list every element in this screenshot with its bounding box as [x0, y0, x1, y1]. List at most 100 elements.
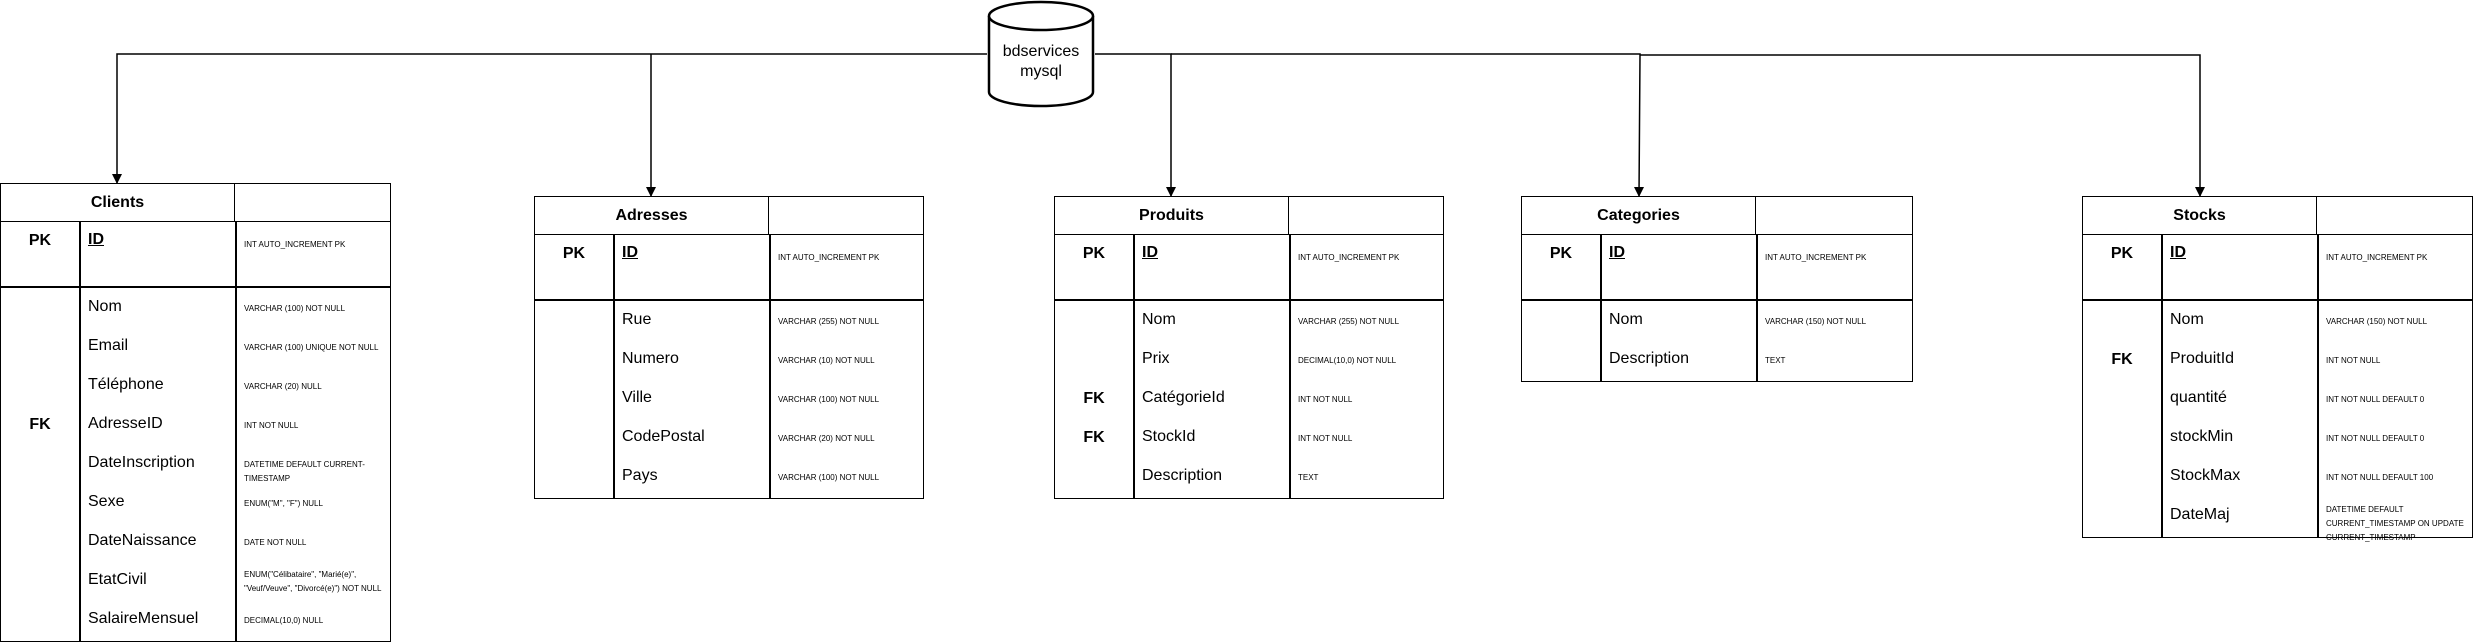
field-type: VARCHAR (20) NOT NULL: [778, 434, 875, 443]
field-name: quantité: [2170, 389, 2227, 406]
field-type: VARCHAR (150) NOT NULL: [2326, 317, 2428, 326]
field-type: DATETIME DEFAULT CURRENT_TIMESTAMP ON UP…: [2326, 505, 2464, 542]
field-type: VARCHAR (100) NOT NULL: [244, 304, 346, 313]
field-type: VARCHAR (255) NOT NULL: [778, 317, 880, 326]
field-type: INT NOT NULL: [244, 421, 299, 430]
pk-marker: PK: [2110, 245, 2134, 262]
field-name: CodePostal: [622, 428, 705, 445]
column-divider: [2317, 235, 2319, 537]
field-type: VARCHAR (100) NOT NULL: [778, 395, 880, 404]
pk-field-type: INT AUTO_INCREMENT PK: [778, 253, 880, 262]
entity-title: Produits: [1055, 197, 1289, 235]
pk-marker: PK: [1082, 245, 1106, 262]
column-divider: [79, 222, 81, 641]
column-divider: [1756, 235, 1758, 381]
field-type: TEXT: [1298, 473, 1319, 482]
field-name: Ville: [622, 389, 652, 406]
field-type: ENUM("M", "F") NULL: [244, 499, 323, 508]
field-name: DateNaissance: [88, 532, 197, 549]
column-divider: [769, 235, 771, 498]
field-type: TEXT: [1765, 356, 1786, 365]
field-type: DECIMAL(10,0) NULL: [244, 616, 324, 625]
entity-title-blank-cell: [235, 184, 390, 222]
field-name: Numero: [622, 350, 679, 367]
field-name: Nom: [2170, 311, 2204, 328]
pk-field-type: INT AUTO_INCREMENT PK: [1765, 253, 1867, 262]
entity-title-blank-cell: [769, 197, 923, 235]
field-type: VARCHAR (20) NULL: [244, 382, 322, 391]
entity-title-blank-cell: [2317, 197, 2472, 235]
entity-title: Stocks: [2083, 197, 2317, 235]
fk-marker: FK: [1083, 429, 1105, 446]
fk-marker: FK: [29, 416, 51, 433]
primary-key-row: [1055, 235, 1443, 301]
entity-title-blank-cell: [1756, 197, 1912, 235]
column-divider: [1600, 235, 1602, 381]
pk-field-name: ID: [622, 244, 638, 261]
field-type: VARCHAR (255) NOT NULL: [1298, 317, 1400, 326]
field-type: INT NOT NULL DEFAULT 100: [2326, 473, 2434, 482]
field-name: Téléphone: [88, 376, 164, 393]
primary-key-row: [1522, 235, 1912, 301]
field-type: VARCHAR (10) NOT NULL: [778, 356, 875, 365]
field-name: DateInscription: [88, 454, 195, 471]
field-type: DECIMAL(10,0) NOT NULL: [1298, 356, 1397, 365]
fk-marker: FK: [1083, 390, 1105, 407]
entity-title: Adresses: [535, 197, 769, 235]
pk-field-name: ID: [2170, 244, 2186, 261]
database-cylinder-icon: [987, 0, 1095, 108]
field-type: VARCHAR (150) NOT NULL: [1765, 317, 1867, 326]
field-name: Nom: [1609, 311, 1643, 328]
field-name: StockId: [1142, 428, 1196, 445]
pk-marker: PK: [562, 245, 586, 262]
field-type: INT NOT NULL: [1298, 395, 1353, 404]
field-name: Email: [88, 337, 129, 354]
field-type: INT NOT NULL DEFAULT 0: [2326, 434, 2425, 443]
connector-categories: [1171, 53, 1644, 197]
field-name: StockMax: [2170, 467, 2241, 484]
pk-field-name: ID: [88, 231, 104, 248]
primary-key-row: [2083, 235, 2472, 301]
database-name: bdservices: [1002, 43, 1080, 60]
field-type: VARCHAR (100) NOT NULL: [778, 473, 880, 482]
field-name: EtatCivil: [88, 571, 147, 588]
field-type: DATETIME DEFAULT CURRENT-TIMESTAMP: [244, 460, 365, 483]
field-name: Description: [1609, 350, 1690, 367]
fk-marker: FK: [2111, 351, 2133, 368]
connector-clients: [112, 53, 987, 184]
field-type: INT NOT NULL: [2326, 356, 2381, 365]
pk-marker: PK: [1549, 245, 1573, 262]
pk-marker: PK: [28, 232, 52, 249]
column-divider: [2161, 235, 2163, 537]
field-type: INT NOT NULL DEFAULT 0: [2326, 395, 2425, 404]
field-name: Pays: [622, 467, 658, 484]
pk-field-type: INT AUTO_INCREMENT PK: [244, 240, 346, 249]
field-name: SalaireMensuel: [88, 610, 199, 627]
entity-title: Clients: [1, 184, 235, 222]
field-name: CatégorieId: [1142, 389, 1225, 406]
primary-key-row: [535, 235, 923, 301]
field-name: stockMin: [2170, 428, 2234, 445]
pk-field-type: INT AUTO_INCREMENT PK: [2326, 253, 2428, 262]
field-type: ENUM("Célibataire", "Marié(e)", "Veuf/Ve…: [244, 570, 382, 593]
field-name: Description: [1142, 467, 1223, 484]
field-name: Nom: [88, 298, 122, 315]
field-name: DateMaj: [2170, 506, 2230, 523]
field-name: ProduitId: [2170, 350, 2235, 367]
entity-title: Categories: [1522, 197, 1756, 235]
field-name: Prix: [1142, 350, 1170, 367]
primary-key-row: [1, 222, 390, 288]
entity-title-blank-cell: [1289, 197, 1443, 235]
database-label: bdservices mysql: [987, 42, 1095, 82]
field-type: VARCHAR (100) UNIQUE NOT NULL: [244, 343, 379, 352]
pk-field-name: ID: [1142, 244, 1158, 261]
field-type: INT NOT NULL: [1298, 434, 1353, 443]
column-divider: [613, 235, 615, 498]
connector-stocks: [1640, 54, 2205, 197]
field-type: DATE NOT NULL: [244, 538, 307, 547]
